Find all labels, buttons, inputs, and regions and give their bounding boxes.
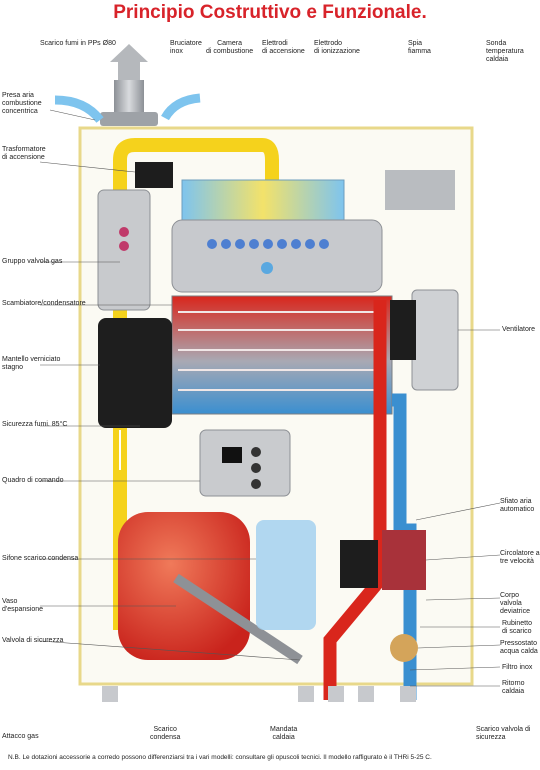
- label-bruciatore: Bruciatore inox: [170, 40, 202, 55]
- mantle: [98, 318, 172, 428]
- condensate-siphon: [256, 520, 316, 630]
- hot-water-pipe: [323, 300, 387, 700]
- combustion-chamber: [171, 219, 383, 293]
- label-scarico-valvola: Scarico valvola di sicurezza: [476, 726, 531, 741]
- ignition-transformer: [135, 162, 173, 188]
- label-camera: Camera di combustione: [206, 40, 254, 55]
- label-sifone: Sifone scarico condensa: [2, 555, 79, 562]
- diverter-valve-body: [382, 530, 426, 590]
- circulator: [340, 540, 378, 588]
- footnote: N.B. Le dotazioni accessorie a corredo p…: [8, 754, 432, 761]
- label-scarico-condensa: Scarico condensa: [150, 726, 181, 741]
- pressure-switch: [390, 634, 418, 662]
- label-filtro: Filtro inox: [502, 664, 533, 671]
- air-intake-arrow-right: [161, 93, 201, 121]
- label-sonda: Sonda temperatura caldaia: [486, 40, 524, 63]
- label-trasformatore: Trasformatore di accensione: [2, 146, 46, 161]
- label-presa-aria: Presa aria combustione concentrica: [2, 92, 42, 115]
- label-gruppo-valvola: Gruppo valvola gas: [2, 258, 63, 265]
- control-panel: [199, 429, 291, 497]
- air-intake-arrow-left: [54, 95, 104, 123]
- flame-sight: [261, 262, 273, 274]
- display: [222, 447, 242, 463]
- diagram-title: Principio Costruttivo e Funzionale.: [113, 2, 427, 23]
- fan-body: [390, 300, 416, 360]
- label-sicurezza-fumi: Sicurezza fumi. 85°C: [2, 421, 68, 428]
- label-quadro: Quadro di comando: [2, 477, 64, 484]
- label-rubinetto: Rubinetto di scarico: [502, 620, 532, 635]
- concentric-collar: [100, 112, 158, 126]
- burner-flames: [207, 239, 329, 249]
- label-sfiato: Sfiato aria automatico: [500, 498, 535, 513]
- label-elettrodo-ionizzazione: Elettrodo di ionizzazione: [314, 40, 360, 55]
- label-spia-fiamma: Spia fiamma: [408, 40, 431, 55]
- label-mantello: Mantello verniciato stagno: [2, 356, 61, 371]
- label-pressostato: Pressostato acqua calda: [500, 640, 538, 655]
- fan: [411, 289, 459, 391]
- safety-valve-arm: [173, 573, 303, 665]
- fan-duct: [385, 170, 455, 210]
- label-vaso: Vaso d'espansione: [2, 598, 44, 613]
- label-circolatore: Circolatore a tre velocità: [500, 550, 540, 565]
- label-valvola-sicurezza: Valvola di sicurezza: [2, 637, 64, 644]
- label-scarico-fumi: Scarico fumi in PPs Ø80: [40, 40, 116, 47]
- label-elettrodi-accensione: Elettrodi di accensione: [262, 40, 305, 55]
- gas-duct: [113, 138, 279, 630]
- flue-arrow: [110, 44, 148, 80]
- label-corpo-valvola: Corpo valvola deviatrice: [500, 592, 530, 615]
- label-ritorno: Ritorno caldaia: [502, 680, 525, 695]
- heat-exchanger: [171, 295, 393, 415]
- label-attacco-gas: Attacco gas: [2, 733, 39, 740]
- label-scambiatore: Scambiatore/condensatore: [2, 300, 86, 307]
- label-mandata: Mandata caldaia: [270, 726, 298, 741]
- label-ventilatore: Ventilatore: [502, 326, 536, 333]
